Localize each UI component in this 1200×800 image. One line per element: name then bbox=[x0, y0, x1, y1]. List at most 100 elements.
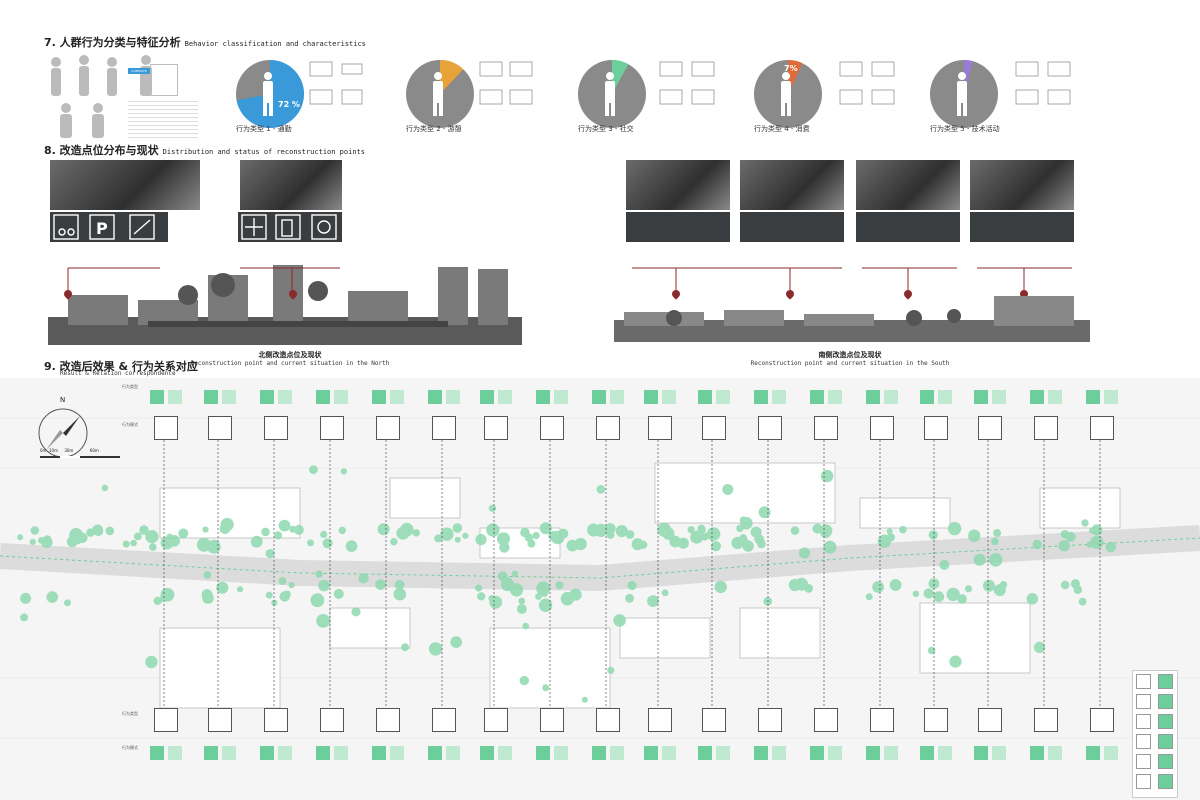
tree-canopy bbox=[947, 521, 962, 536]
tree-canopy bbox=[865, 593, 873, 601]
tree-canopy bbox=[687, 526, 695, 534]
tree-canopy bbox=[394, 580, 405, 590]
south-photo-2 bbox=[740, 160, 844, 210]
tree-canopy bbox=[540, 589, 548, 597]
behavior-type-icon bbox=[810, 746, 824, 760]
pie-4-figure-icon bbox=[781, 72, 791, 116]
behavior-mode-icon bbox=[1104, 746, 1118, 760]
tree-canopy bbox=[661, 589, 669, 597]
tree-canopy bbox=[20, 613, 29, 622]
tree-canopy bbox=[638, 540, 648, 549]
behavior-pattern-icon bbox=[376, 416, 400, 440]
legend-swatch bbox=[1158, 754, 1173, 769]
tree-canopy bbox=[823, 540, 837, 554]
behavior-pattern-icon bbox=[154, 708, 178, 732]
tree-canopy bbox=[701, 533, 709, 541]
section8-title-zh: 8. 改造点位分布与现状 bbox=[44, 144, 159, 157]
behavior-mode-icon bbox=[498, 746, 512, 760]
scale-bar-label: 0m 10m 30m 60m bbox=[40, 448, 99, 453]
tree-canopy bbox=[178, 528, 189, 539]
tree-canopy bbox=[450, 636, 463, 648]
tree-canopy bbox=[42, 535, 52, 544]
behavior-type-icon bbox=[428, 746, 442, 760]
tree-canopy bbox=[697, 524, 706, 533]
behavior-type-icon bbox=[372, 746, 386, 760]
legend-swatch bbox=[1136, 774, 1151, 789]
tree-canopy bbox=[795, 577, 809, 591]
tree-canopy bbox=[872, 581, 884, 593]
behavior-type-icon bbox=[316, 746, 330, 760]
behavior-type-icon bbox=[754, 746, 768, 760]
tree-canopy bbox=[714, 580, 727, 594]
tree-canopy bbox=[499, 542, 510, 553]
behavior-type-icon bbox=[480, 746, 494, 760]
compass-north-label: N bbox=[60, 396, 66, 404]
behavior-pattern-icon bbox=[320, 708, 344, 732]
tree-canopy bbox=[1073, 585, 1083, 594]
behavior-type-icon bbox=[866, 746, 880, 760]
behavior-mode-icon bbox=[334, 390, 348, 404]
tree-canopy bbox=[278, 519, 291, 532]
behavior-pies bbox=[236, 60, 998, 128]
tree-canopy bbox=[477, 592, 486, 601]
behavior-pattern-icon bbox=[208, 708, 232, 732]
tree-canopy bbox=[520, 527, 530, 538]
behavior-mode-icon bbox=[498, 390, 512, 404]
tree-canopy bbox=[532, 532, 540, 540]
pie-2-label: 行为类型 2 - 游憩 bbox=[406, 125, 462, 133]
tree-canopy bbox=[741, 537, 749, 546]
tree-canopy bbox=[315, 570, 323, 578]
badge-list-frame bbox=[150, 64, 178, 96]
tree-canopy bbox=[706, 527, 721, 541]
south-caption: 南侧改造点位及现状 bbox=[818, 351, 882, 359]
behavior-pattern-icon bbox=[814, 708, 838, 732]
behavior-pattern-icon bbox=[208, 416, 232, 440]
pie-5-label: 行为类型 5 - 技术活动 bbox=[930, 125, 1000, 133]
tree-canopy bbox=[220, 517, 234, 532]
behavior-type-icon bbox=[1086, 390, 1100, 404]
legend-swatch bbox=[1136, 674, 1151, 689]
tree-canopy bbox=[604, 523, 616, 534]
behavior-pattern-icon bbox=[596, 708, 620, 732]
tree-canopy bbox=[1089, 527, 1096, 534]
tree-canopy bbox=[983, 579, 995, 592]
tree-canopy bbox=[93, 526, 104, 537]
behavior-mode-icon bbox=[772, 390, 786, 404]
tree-canopy bbox=[912, 590, 920, 597]
section9-title-zh: 9. 改造后效果 & 行为关系对应 bbox=[44, 360, 198, 373]
south-caption-en: Reconstruction point and current situati… bbox=[750, 360, 950, 367]
tree-canopy bbox=[625, 593, 634, 603]
behavior-pattern-icon bbox=[870, 416, 894, 440]
tree-canopy bbox=[203, 571, 212, 579]
behavior-pattern-icon bbox=[870, 708, 894, 732]
behavior-type-icon bbox=[810, 390, 824, 404]
behavior-mode-icon bbox=[222, 746, 236, 760]
behavior-type-icon bbox=[260, 390, 274, 404]
tree-canopy bbox=[351, 607, 361, 617]
tree-canopy bbox=[819, 524, 833, 537]
tree-canopy bbox=[501, 577, 514, 590]
tree-canopy bbox=[928, 578, 940, 589]
tree-canopy bbox=[527, 539, 536, 548]
behavior-mode-icon bbox=[222, 390, 236, 404]
behavior-mode-icon bbox=[554, 746, 568, 760]
tree-canopy bbox=[440, 527, 454, 541]
tree-canopy bbox=[1060, 580, 1070, 590]
row-label-bottom-type: 行为类型 bbox=[122, 711, 138, 716]
tree-canopy bbox=[1078, 597, 1087, 606]
behavior-mode-icon bbox=[390, 390, 404, 404]
behavior-mode-icon bbox=[610, 390, 624, 404]
tree-canopy bbox=[669, 535, 681, 548]
behavior-pattern-icon bbox=[264, 416, 288, 440]
tree-canopy bbox=[271, 599, 278, 606]
tree-canopy bbox=[581, 696, 588, 703]
tree-canopy bbox=[1058, 540, 1070, 552]
behavior-pattern-icon bbox=[702, 708, 726, 732]
behavior-type-icon bbox=[536, 746, 550, 760]
tree-canopy bbox=[555, 581, 564, 590]
legend-swatch bbox=[1136, 754, 1151, 769]
behavior-pattern-icon bbox=[154, 416, 178, 440]
behavior-mode-icon bbox=[278, 390, 292, 404]
